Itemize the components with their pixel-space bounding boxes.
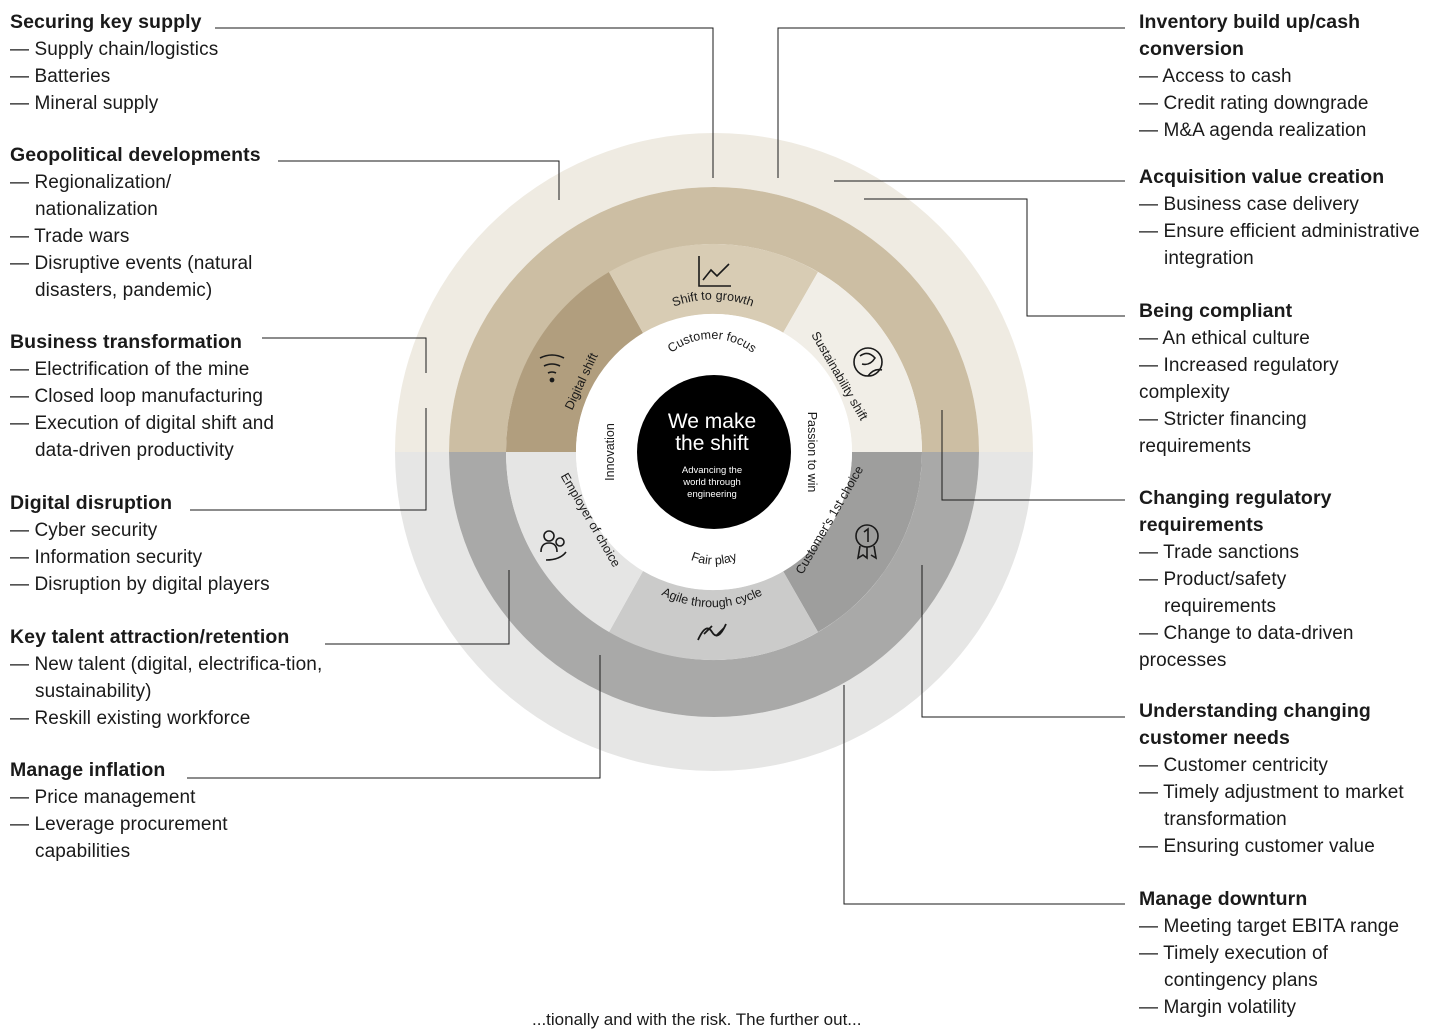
- risk-item: — Timely execution of contingency plans: [1139, 943, 1329, 991]
- risk-item: — Business case delivery: [1139, 194, 1359, 215]
- risk-item: — Timely adjustment to market transforma…: [1139, 782, 1404, 830]
- outer-ring-top: [395, 133, 1033, 452]
- footer-text: ...tionally and with the risk. The furth…: [532, 1010, 862, 1029]
- risk-inventory-build-up: Inventory build up/cash conversion — Acc…: [1139, 9, 1429, 144]
- risk-item: — Product/safety requirements: [1139, 569, 1287, 617]
- risk-item: — Cyber security: [10, 520, 158, 541]
- risk-title: Being compliant: [1139, 300, 1293, 322]
- risk-item: — Execution of digital shift and data-dr…: [10, 413, 275, 461]
- risk-title: Inventory build up/cash conversion: [1139, 11, 1361, 60]
- risk-title: Business transformation: [10, 331, 243, 353]
- segment-customers-1st-choice: [783, 452, 922, 632]
- globe-leaf-icon: [853, 347, 883, 377]
- risk-item: — Regionalization/ nationalization: [10, 172, 172, 220]
- risk-acquisition-value-creation: Acquisition value creation — Business ca…: [1139, 164, 1429, 272]
- wave-cycle-icon: [697, 623, 727, 641]
- risk-item: — Closed loop manufacturing: [10, 386, 264, 407]
- risk-title: Digital disruption: [10, 492, 173, 514]
- middle-ring-top: [449, 187, 979, 452]
- risk-item: — Information security: [10, 547, 203, 568]
- risk-changing-regulatory: Changing regulatory requirements — Trade…: [1139, 485, 1389, 674]
- risk-item: — Leverage procurement capabilities: [10, 814, 228, 862]
- risk-business-transformation: Business transformation — Electrificatio…: [10, 329, 320, 464]
- wifi-signal-icon: [539, 354, 565, 383]
- risk-item: — Trade sanctions: [1139, 542, 1300, 563]
- value-innovation: Innovation: [603, 423, 617, 481]
- connector-lines-left: [187, 27, 714, 779]
- risk-being-compliant: Being compliant — An ethical culture — I…: [1139, 298, 1379, 460]
- risk-item: — M&A agenda realization: [1139, 120, 1367, 141]
- risk-customer-needs: Understanding changing customer needs — …: [1139, 698, 1419, 860]
- segment-agile-through-cycle: [609, 571, 818, 661]
- risk-title: Manage downturn: [1139, 888, 1308, 910]
- risk-item: — Credit rating downgrade: [1139, 93, 1369, 114]
- risk-item: — Customer centricity: [1139, 755, 1328, 776]
- risk-item: — An ethical culture: [1139, 328, 1310, 349]
- people-icon: [540, 530, 567, 561]
- risk-manage-inflation: Manage inflation — Price management — Le…: [10, 757, 270, 865]
- risk-item: — Supply chain/logistics: [10, 39, 219, 60]
- risk-item: — Electrification of the mine: [10, 359, 250, 380]
- connector-lines-right: [777, 27, 1125, 905]
- value-passion-to-win: Passion to win: [805, 412, 819, 493]
- risk-digital-disruption: Digital disruption — Cyber security — In…: [10, 490, 320, 598]
- risk-item: — Margin volatility: [1139, 997, 1297, 1018]
- risk-item: — Stricter financing requirements: [1139, 409, 1307, 457]
- risk-title: Acquisition value creation: [1139, 166, 1385, 188]
- risk-key-talent: Key talent attraction/retention — New ta…: [10, 624, 330, 732]
- segment-employer-of-choice: [505, 452, 643, 632]
- middle-ring-bottom: [449, 452, 979, 717]
- risk-title: Securing key supply: [10, 11, 202, 33]
- segment-label-shift-to-growth: Shift to growth: [670, 288, 756, 309]
- risk-manage-downturn: Manage downturn — Meeting target EBITA r…: [1139, 886, 1429, 1021]
- risk-item: — Trade wars: [10, 226, 130, 247]
- risk-item: — Disruption by digital players: [10, 574, 270, 595]
- risk-item: — Mineral supply: [10, 93, 159, 114]
- risk-item: — Ensuring customer value: [1139, 836, 1375, 857]
- risk-title: Manage inflation: [10, 759, 166, 781]
- risk-item: — Increased regulatory complexity: [1139, 355, 1339, 403]
- risk-item: — Price management: [10, 787, 196, 808]
- risk-title: Changing regulatory requirements: [1139, 487, 1332, 536]
- risk-geopolitical-developments: Geopolitical developments — Regionalizat…: [10, 142, 295, 304]
- risk-title: Understanding changing customer needs: [1139, 700, 1371, 749]
- risk-item: — Reskill existing workforce: [10, 708, 251, 729]
- risk-item: — Batteries: [10, 66, 111, 87]
- segment-digital-shift: [505, 272, 643, 452]
- risk-title: Key talent attraction/retention: [10, 626, 290, 648]
- risk-securing-key-supply: Securing key supply — Supply chain/logis…: [10, 9, 218, 117]
- center-circle: [637, 375, 791, 529]
- risk-item: — Meeting target EBITA range: [1139, 916, 1400, 937]
- risk-item: — Access to cash: [1139, 66, 1292, 87]
- risk-item: — Ensure efficient administrative integr…: [1139, 221, 1420, 269]
- risk-title: Geopolitical developments: [10, 144, 261, 166]
- segment-sustainability-shift: [783, 272, 922, 452]
- award-ribbon-icon: [855, 524, 879, 560]
- value-fair-play: Fair play: [690, 549, 740, 567]
- risk-item: — Change to data-driven processes: [1139, 623, 1354, 671]
- outer-ring-bottom: [395, 452, 1033, 771]
- segment-shift-to-growth: [609, 243, 818, 333]
- risk-item: — Disruptive events (natural disasters, …: [10, 253, 253, 301]
- risk-item: — New talent (digital, electrifica-tion,…: [10, 654, 323, 702]
- line-chart-icon: [698, 256, 731, 287]
